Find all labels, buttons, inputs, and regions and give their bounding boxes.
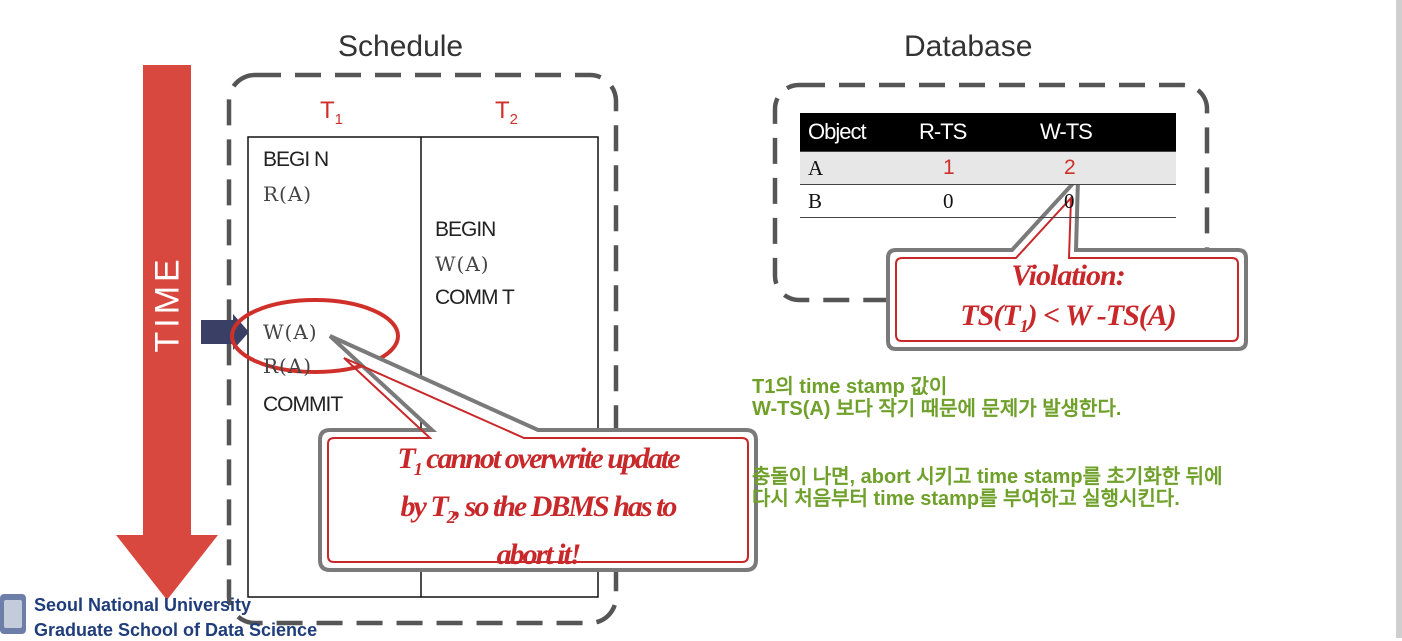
note-paragraph-2: 충돌이 나면, abort 시키고 time stamp를 초기화한 뒤에 다시… [752, 466, 1222, 510]
t1-read-a-2: R(A) [263, 354, 313, 378]
time-label: TIME [148, 255, 187, 353]
t1-commit: COMMIT [263, 393, 343, 416]
violation-line-1: Violation: [1011, 259, 1125, 292]
column-header-wts: W-TS [1032, 113, 1176, 152]
database-title: Database [904, 30, 1033, 63]
t1-begin: BEGI N [263, 148, 329, 171]
write-highlight-ellipse [230, 298, 400, 374]
note-2-line-2: 다시 처음부터 time stamp를 부여하고 실행시킨다. [752, 488, 1180, 510]
violation-callout-inner [895, 195, 1239, 342]
t1-column-header: T1 [320, 97, 343, 128]
abort-callout-text: T1 cannot overwrite update by T2, so the… [322, 440, 754, 574]
pointer-arrow-shaft [201, 320, 235, 344]
wts-cell: 0 [1032, 184, 1176, 218]
t2-column-header: T2 [495, 97, 518, 128]
t2-commit: COMM T [435, 286, 515, 309]
time-arrow-shaft [143, 65, 191, 537]
table-row: A 1 2 [800, 151, 1176, 185]
column-header-object: Object [800, 113, 911, 152]
time-arrow-head [116, 535, 218, 600]
university-emblem-icon [0, 594, 26, 634]
violation-callout-text: Violation: TS(T1) < W -TS(A) [890, 256, 1246, 346]
abort-callout-inner [327, 357, 749, 563]
rts-cell: 0 [911, 184, 1032, 218]
rts-cell: 1 [911, 151, 1032, 185]
abort-callout-shape [318, 334, 758, 572]
schedule-dashed-box [226, 72, 619, 626]
table-header-row: Object R-TS W-TS [800, 113, 1176, 152]
note-1-line-2: W-TS(A) 보다 작기 때문에 문제가 발생한다. [752, 398, 1122, 420]
abort-line-1: T1 cannot overwrite update [397, 442, 680, 479]
slide-edge [1396, 0, 1402, 638]
t1-header-sub: 1 [334, 110, 344, 128]
abort-line-2: by T2, so the DBMS has to [400, 490, 678, 527]
t2-write-a: W(A) [435, 252, 490, 276]
note-1-line-1: T1의 time stamp 값이 [752, 376, 948, 398]
violation-line-2: TS(T1) < W -TS(A) [960, 299, 1177, 336]
t2-header-text: T [495, 97, 510, 124]
schedule-title: Schedule [338, 30, 464, 63]
note-2-line-1: 충돌이 나면, abort 시키고 time stamp를 초기화한 뒤에 [752, 466, 1223, 488]
abort-line-3: abort it! [496, 538, 582, 571]
t1-header-text: T [320, 97, 335, 124]
column-header-rts: R-TS [911, 113, 1032, 152]
timestamp-table: Object R-TS W-TS A 1 2 B 0 0 [800, 113, 1176, 218]
t2-begin: BEGIN [435, 218, 496, 241]
violation-callout-shape [886, 172, 1248, 351]
table-row: B 0 0 [800, 184, 1176, 218]
object-cell: A [800, 151, 911, 185]
t1-read-a: R(A) [263, 182, 313, 206]
wts-cell: 2 [1032, 151, 1176, 185]
object-cell: B [800, 184, 911, 218]
t2-header-sub: 2 [509, 110, 519, 128]
logo-line-2: Graduate School of Data Science [34, 620, 318, 640]
logo-line-1: Seoul National University [34, 595, 252, 615]
note-paragraph-1: T1의 time stamp 값이 W-TS(A) 보다 작기 때문에 문제가 … [752, 376, 1121, 420]
t1-write-a: W(A) [263, 320, 318, 344]
transaction-table [247, 136, 599, 598]
